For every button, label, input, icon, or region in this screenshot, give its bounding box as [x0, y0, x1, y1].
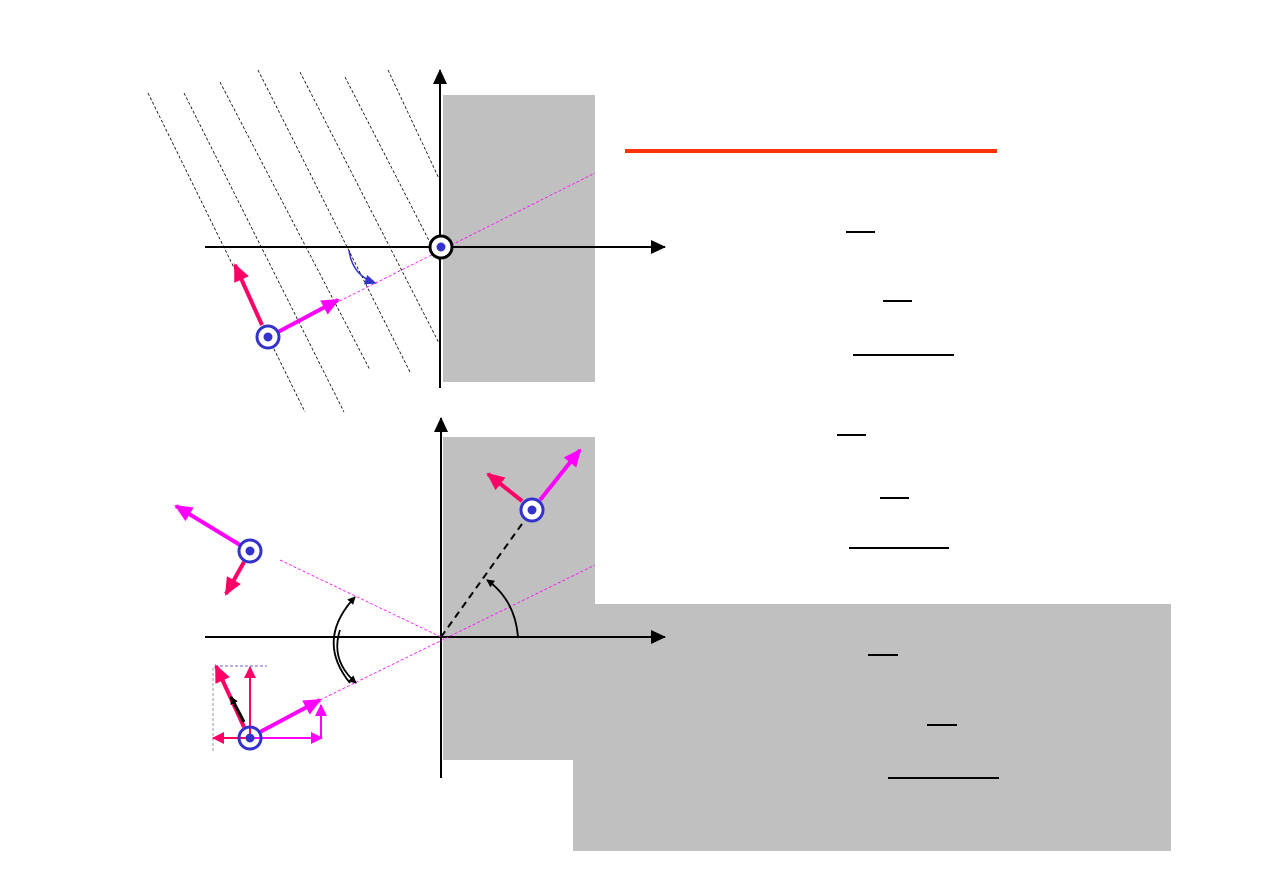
particle-icon	[255, 324, 281, 350]
medium-region-top	[443, 95, 595, 382]
angle-arc-right	[486, 579, 519, 638]
angle-arc-left-lower-head	[336, 629, 357, 684]
magenta-vector	[277, 298, 340, 334]
incident-direction-line	[319, 564, 596, 701]
reflected-direction-line	[279, 559, 442, 638]
angle-arc-left	[332, 596, 356, 684]
fraction-bars	[837, 231, 999, 779]
pink-vector	[224, 561, 246, 596]
pink-vector	[214, 664, 246, 728]
magenta-vector	[174, 504, 242, 547]
bottom-panel	[174, 417, 666, 778]
magenta-vector	[259, 698, 322, 734]
wavefront-lines	[147, 69, 440, 413]
rotation-arrow	[348, 249, 377, 285]
formula-panel	[573, 604, 1171, 851]
pink-vector	[486, 472, 524, 503]
transmitted-direction-line	[440, 509, 533, 638]
transmitted-particle-icon	[519, 497, 545, 523]
incident-particle-icon	[237, 725, 263, 751]
pink-vector	[233, 263, 264, 326]
origin-particle-icon	[428, 234, 454, 260]
reflected-particle-icon	[237, 538, 263, 564]
medium-region-bottom	[443, 437, 595, 760]
black-vector	[229, 696, 246, 723]
magenta-vector	[538, 448, 582, 502]
top-panel	[147, 69, 666, 413]
